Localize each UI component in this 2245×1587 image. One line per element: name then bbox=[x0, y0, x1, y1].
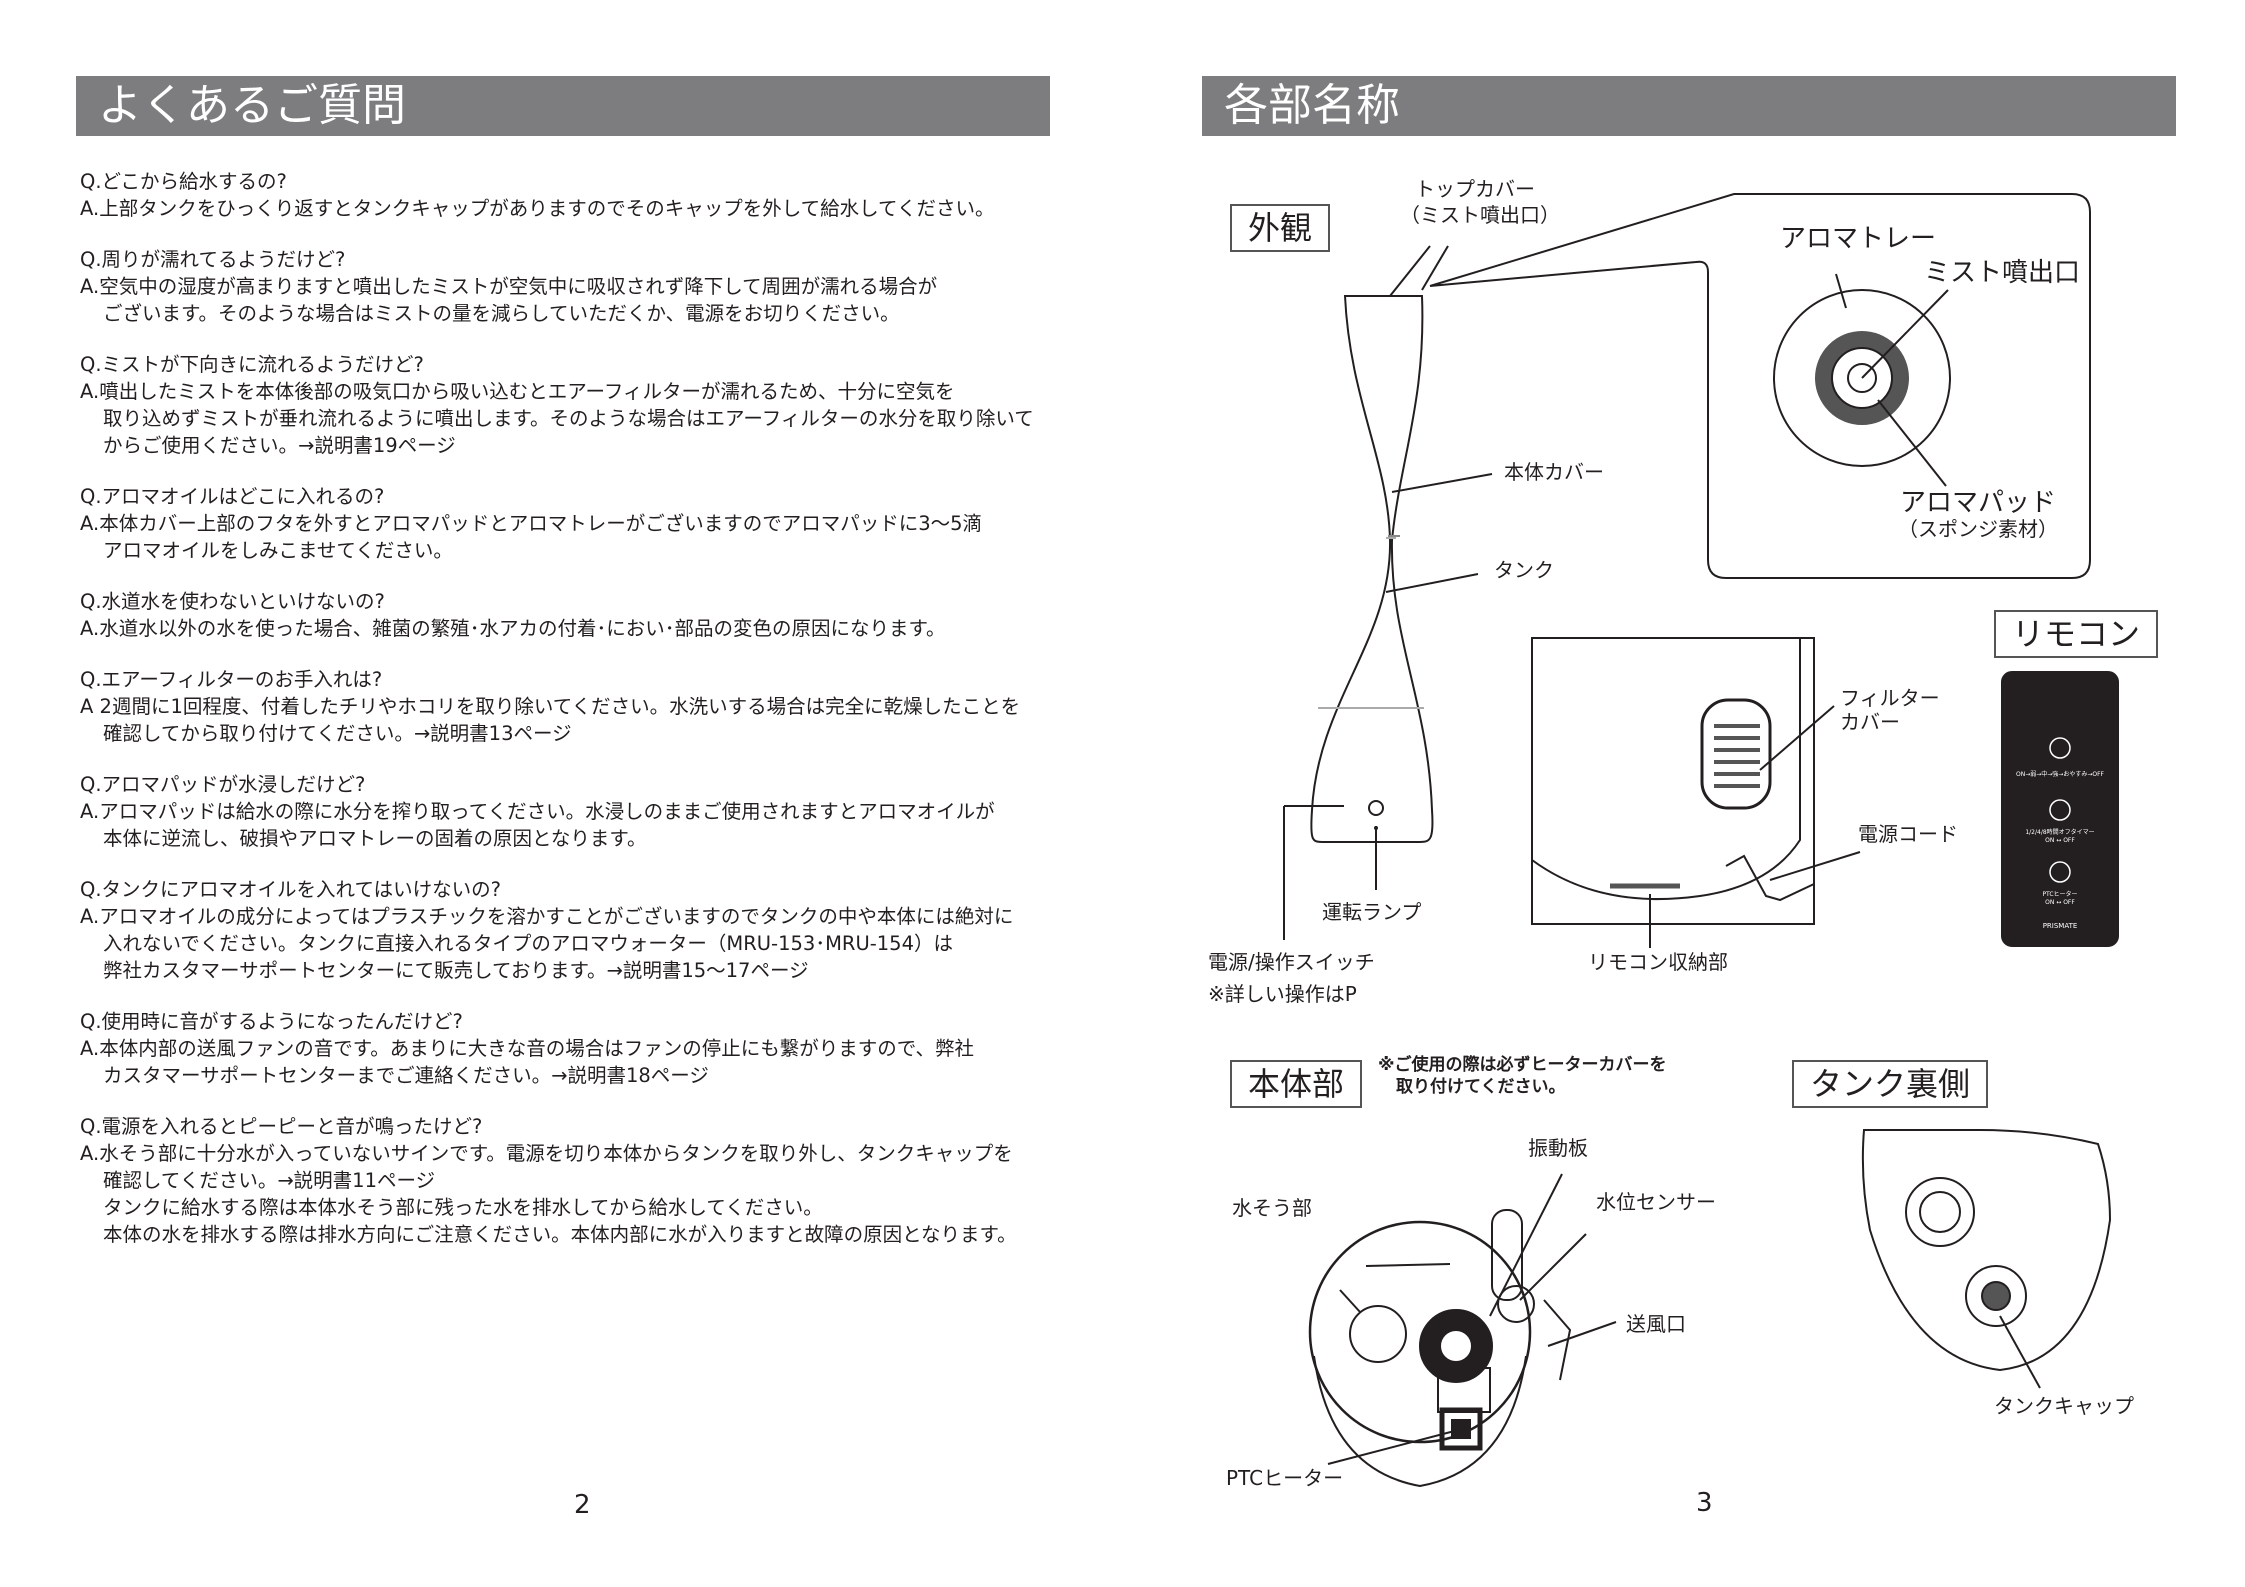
parts-header: 各部名称 bbox=[1202, 76, 2176, 136]
heater-note-line1: ※ご使用の際は必ずヒーターカバーを bbox=[1378, 1055, 1667, 1075]
faq-question: Q.タンクにアロマオイルを入れてはいけないの? bbox=[80, 878, 501, 901]
faq-answer: A.噴出したミストを本体後部の吸気口から吸い込むとエアーフィルターが濡れるため、… bbox=[80, 380, 955, 403]
faq-question: Q.アロマパッドが水浸しだけど? bbox=[80, 773, 366, 796]
mist-outlet-label: ミスト噴出口 bbox=[1924, 258, 2081, 288]
remote-btn3-label: PTCヒーター bbox=[2042, 890, 2077, 898]
faq-question: Q.使用時に音がするようになったんだけど? bbox=[80, 1010, 463, 1033]
faq-item: Q.アロマパッドが水浸しだけど? A.アロマパッドは給水の際に水分を搾り取ってくだ… bbox=[80, 771, 1060, 852]
faq-question: Q.アロマオイルはどこに入れるの? bbox=[80, 485, 385, 508]
faq-answer-continued: カスタマーサポートセンターまでご連絡ください。→説明書18ページ bbox=[103, 1064, 709, 1087]
aroma-tray-label: アロマトレー bbox=[1780, 224, 1937, 254]
ptc-heater-label: PTCヒーター bbox=[1226, 1466, 1344, 1490]
faq-answer-continued: 弊社カスタマーサポートセンターにて販売しております。→説明書15～17ページ bbox=[103, 959, 809, 982]
faq-item: Q.どこから給水するの? A.上部タンクをひっくり返すとタンクキャップがありますの… bbox=[80, 168, 1060, 222]
remote-storage-label: リモコン収納部 bbox=[1588, 950, 1728, 974]
remote-btn2-label: 1/2/4/8時間オフタイマー bbox=[2025, 828, 2094, 836]
faq-question: Q.電源を入れるとピーピーと音が鳴ったけど? bbox=[80, 1115, 483, 1138]
remote-btn2-sub: ON ↔ OFF bbox=[2045, 837, 2075, 844]
faq-answer-continued: 確認してから取り付けてください。→説明書13ページ bbox=[103, 722, 572, 745]
faq-answer: A.水そう部に十分水が入っていないサインです。電源を切り本体からタンクを取り外し… bbox=[80, 1142, 1013, 1165]
faq-item: Q.アロマオイルはどこに入れるの? A.本体カバー上部のフタを外すとアロマパッドと… bbox=[80, 483, 1060, 564]
faq-item: Q.エアーフィルターのお手入れは? A 2週間に1回程度、付着したチリやホコリを取… bbox=[80, 666, 1060, 747]
remote-heater-button bbox=[2049, 861, 2071, 883]
faq-answer-continued: 確認してください。→説明書11ページ bbox=[103, 1169, 436, 1192]
faq-header: よくあるご質問 bbox=[76, 76, 1050, 136]
faq-item: Q.周りが濡れてるようだけど? A.空気中の湿度が高まりますと噴出したミストが空気… bbox=[80, 246, 1060, 327]
exterior-heading: 外観 bbox=[1230, 204, 1331, 252]
faq-answer: A.本体内部の送風ファンの音です。あまりに大きな音の場合はファンの停止にも繋がり… bbox=[80, 1037, 974, 1060]
faq-answer-continued: 取り込めずミストが垂れ流れるように噴出します。そのような場合はエアーフィルターの… bbox=[103, 407, 1034, 430]
aroma-pad-line1: アロマパッド bbox=[1899, 488, 2056, 518]
faq-answer: A.アロマパッドは給水の際に水分を搾り取ってください。水浸しのままご使用されます… bbox=[80, 800, 995, 823]
faq-answer: A.上部タンクをひっくり返すとタンクキャップがありますのでそのキャップを外して給… bbox=[80, 197, 995, 220]
faq-question: Q.ミストが下向きに流れるようだけど? bbox=[80, 353, 424, 376]
faq-item: Q.使用時に音がするようになったんだけど? A.本体内部の送風ファンの音です。あま… bbox=[80, 1008, 1060, 1089]
aroma-pad-line2: （スポンジ素材） bbox=[1898, 517, 2058, 541]
heater-note-line2: 取り付けてください。 bbox=[1396, 1077, 1566, 1097]
remote-heading: リモコン bbox=[1994, 610, 2159, 658]
faq-item: Q.電源を入れるとピーピーと音が鳴ったけど? A.水そう部に十分水が入っていないサ… bbox=[80, 1113, 1060, 1248]
page-number-right: 3 bbox=[1696, 1488, 1713, 1518]
run-lamp-label: 運転ランプ bbox=[1322, 900, 1422, 924]
faq-answer: A.アロマオイルの成分によってはプラスチックを溶かすことがございますのでタンクの… bbox=[80, 905, 1014, 928]
tank-cap-label: タンクキャップ bbox=[1994, 1394, 2134, 1418]
faq-answer-continued: 入れないでください。タンクに直接入れるタイプのアロマウォーター（MRU-153･… bbox=[103, 932, 953, 955]
faq-list: Q.どこから給水するの? A.上部タンクをひっくり返すとタンクキャップがありますの… bbox=[80, 168, 1060, 1272]
tank-label: タンク bbox=[1494, 558, 1554, 582]
top-cover-line1: トップカバー bbox=[1415, 177, 1535, 201]
faq-answer-continued: 本体の水を排水する際は排水方向にご注意ください。本体内部に水が入りますと故障の原… bbox=[103, 1223, 1017, 1246]
remote-brand: PRISMATE bbox=[2043, 922, 2078, 930]
tank-back-heading: タンク裏側 bbox=[1792, 1060, 1989, 1108]
faq-answer: A 2週間に1回程度、付着したチリやホコリを取り除いてください。水洗いする場合は… bbox=[80, 695, 1021, 718]
faq-answer: A.空気中の湿度が高まりますと噴出したミストが空気中に吸収されず降下して周囲が濡… bbox=[80, 275, 938, 298]
remote-power-button bbox=[2049, 737, 2071, 759]
body-heading: 本体部 bbox=[1230, 1060, 1363, 1108]
faq-answer: A.本体カバー上部のフタを外すとアロマパッドとアロマトレーがございますのでアロマ… bbox=[80, 512, 983, 535]
faq-question: Q.水道水を使わないといけないの? bbox=[80, 590, 385, 613]
faq-answer-continued: ございます。そのような場合はミストの量を減らしていただくか、電源をお切りください… bbox=[103, 302, 900, 325]
faq-answer: A.水道水以外の水を使った場合、雑菌の繁殖･水アカの付着･におい･部品の変色の原… bbox=[80, 617, 946, 640]
power-switch-label: 電源/操作スイッチ bbox=[1208, 950, 1375, 974]
aroma-pad-label: アロマパッド （スポンジ素材） bbox=[1898, 490, 2058, 542]
faq-answer-continued: アロマオイルをしみこませてください。 bbox=[103, 539, 453, 562]
top-cover-label: トップカバー （ミスト噴出口） bbox=[1400, 176, 1560, 228]
faq-item: Q.ミストが下向きに流れるようだけど? A.噴出したミストを本体後部の吸気口から吸… bbox=[80, 351, 1060, 459]
faq-question: Q.周りが濡れてるようだけど? bbox=[80, 248, 346, 271]
heater-cover-note: ※ご使用の際は必ずヒーターカバーを 取り付けてください。 bbox=[1378, 1054, 1667, 1098]
air-outlet-label: 送風口 bbox=[1626, 1312, 1686, 1336]
water-tank-label: 水そう部 bbox=[1232, 1196, 1312, 1220]
filter-cover-line1: フィルター bbox=[1840, 686, 1940, 710]
vibration-plate-label: 振動板 bbox=[1528, 1136, 1588, 1160]
faq-answer-continued: からご使用ください。→説明書19ページ bbox=[103, 434, 456, 457]
faq-item: Q.水道水を使わないといけないの? A.水道水以外の水を使った場合、雑菌の繁殖･水… bbox=[80, 588, 1060, 642]
power-cord-label: 電源コード bbox=[1858, 822, 1958, 846]
filter-cover-label: フィルター カバー bbox=[1840, 686, 1940, 734]
remote-timer-button bbox=[2049, 799, 2071, 821]
humidifier-body bbox=[1310, 295, 1434, 843]
remote-btn1-label: ON→弱→中→強→おやすみ→OFF bbox=[2016, 770, 2105, 778]
power-note: ※詳しい操作はP bbox=[1208, 982, 1357, 1006]
remote-btn3-sub: ON ↔ OFF bbox=[2045, 899, 2075, 906]
faq-answer-continued: タンクに給水する際は本体水そう部に残った水を排水してから給水してください。 bbox=[103, 1196, 823, 1219]
faq-question: Q.どこから給水するの? bbox=[80, 170, 287, 193]
page-number-left: 2 bbox=[574, 1490, 591, 1520]
faq-answer-continued: 本体に逆流し、破損やアロマトレーの固着の原因となります。 bbox=[103, 827, 647, 850]
faq-item: Q.タンクにアロマオイルを入れてはいけないの? A.アロマオイルの成分によってはプ… bbox=[80, 876, 1060, 984]
water-sensor-label: 水位センサー bbox=[1596, 1190, 1716, 1214]
faq-question: Q.エアーフィルターのお手入れは? bbox=[80, 668, 383, 691]
filter-cover-line2: カバー bbox=[1840, 710, 1900, 734]
body-cover-label: 本体カバー bbox=[1504, 460, 1604, 484]
top-cover-line2: （ミスト噴出口） bbox=[1400, 203, 1560, 227]
